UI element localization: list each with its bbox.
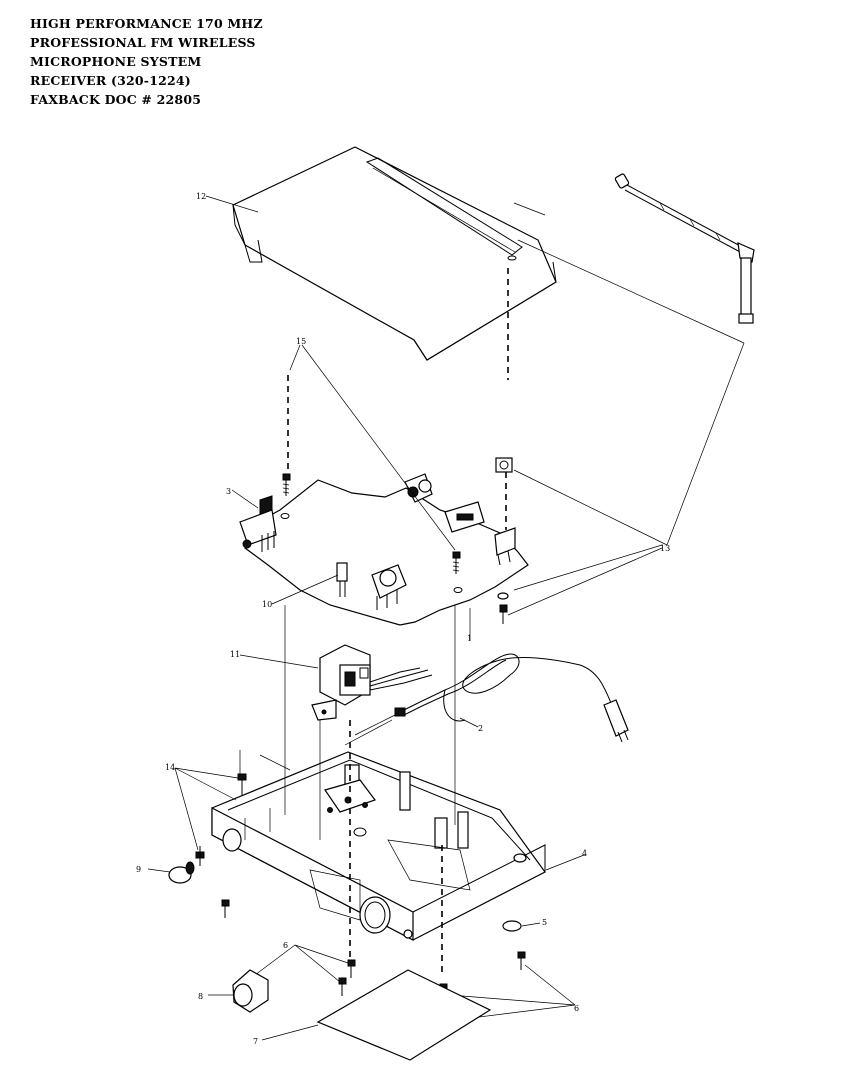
- transformer: [311, 644, 433, 721]
- callout-13: 13: [660, 544, 670, 553]
- callout-4: 4: [582, 849, 587, 858]
- callout-14: 14: [165, 763, 175, 772]
- callout-6: 6: [574, 1004, 579, 1013]
- callout-11: 11: [230, 650, 240, 659]
- screw-15-right: [452, 551, 461, 574]
- callout-5: 5: [542, 918, 547, 927]
- knob-9: [168, 861, 195, 884]
- callout-6: 6: [283, 941, 288, 950]
- top-cover: [232, 146, 557, 361]
- callout-15: 15: [296, 337, 306, 346]
- chassis: [211, 751, 546, 941]
- jack-nut-13: [495, 457, 513, 624]
- antenna: [614, 173, 755, 324]
- screw-15-left: [282, 473, 291, 496]
- callout-2: 2: [478, 724, 483, 733]
- foot-5: [502, 920, 522, 932]
- callout-10: 10: [262, 600, 272, 609]
- screw-14-b: [195, 846, 205, 866]
- callout-7: 7: [253, 1037, 258, 1046]
- title-line: PROFESSIONAL FM WIRELESS: [30, 35, 256, 50]
- bottom-plate-7: [316, 969, 492, 1061]
- title-line: HIGH PERFORMANCE 170 MHZ: [30, 16, 263, 31]
- title-line: RECEIVER (320-1224): [30, 73, 191, 88]
- callout-8: 8: [198, 992, 203, 1001]
- title-line: FAXBACK DOC # 22805: [30, 92, 202, 107]
- callout-9: 9: [136, 865, 141, 874]
- screw-14-a: [237, 773, 247, 796]
- callout-12: 12: [196, 192, 206, 201]
- knob-8: [232, 969, 269, 1013]
- document-title: HIGH PERFORMANCE 170 MHZ PROFESSIONAL FM…: [30, 14, 263, 109]
- title-line: MICROPHONE SYSTEM: [30, 54, 202, 69]
- power-cord: [344, 653, 629, 746]
- callout-3: 3: [226, 487, 231, 496]
- callout-1: 1: [467, 634, 472, 643]
- circuit-board: [239, 473, 529, 626]
